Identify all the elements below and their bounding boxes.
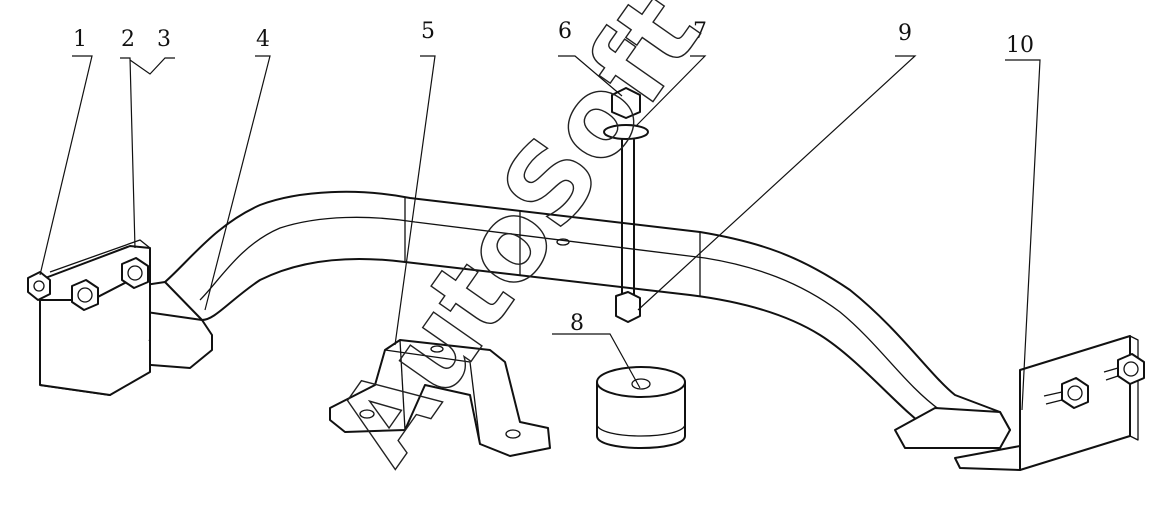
callout-1: 1 bbox=[73, 27, 87, 52]
rubber-cushion bbox=[596, 366, 686, 449]
left-mount-bracket bbox=[27, 239, 151, 396]
mounting-bolt bbox=[603, 87, 649, 323]
callout-6: 6 bbox=[558, 19, 572, 44]
leader-lines bbox=[39, 55, 1041, 411]
bolt-left-3 bbox=[121, 257, 149, 289]
bolt-left-2 bbox=[71, 279, 99, 311]
callout-3: 3 bbox=[157, 27, 171, 52]
bolt-right-1 bbox=[1043, 377, 1089, 409]
bolt-left-1 bbox=[27, 271, 51, 301]
callout-4: 4 bbox=[256, 27, 270, 52]
callout-8: 8 bbox=[570, 311, 584, 336]
callout-5: 5 bbox=[421, 19, 435, 44]
callout-10: 10 bbox=[1006, 33, 1034, 58]
bolt-right-2 bbox=[1103, 353, 1145, 385]
callout-2: 2 bbox=[121, 27, 135, 52]
callout-9: 9 bbox=[898, 21, 912, 46]
right-mount-bracket bbox=[954, 335, 1145, 471]
callout-7: 7 bbox=[693, 19, 707, 44]
